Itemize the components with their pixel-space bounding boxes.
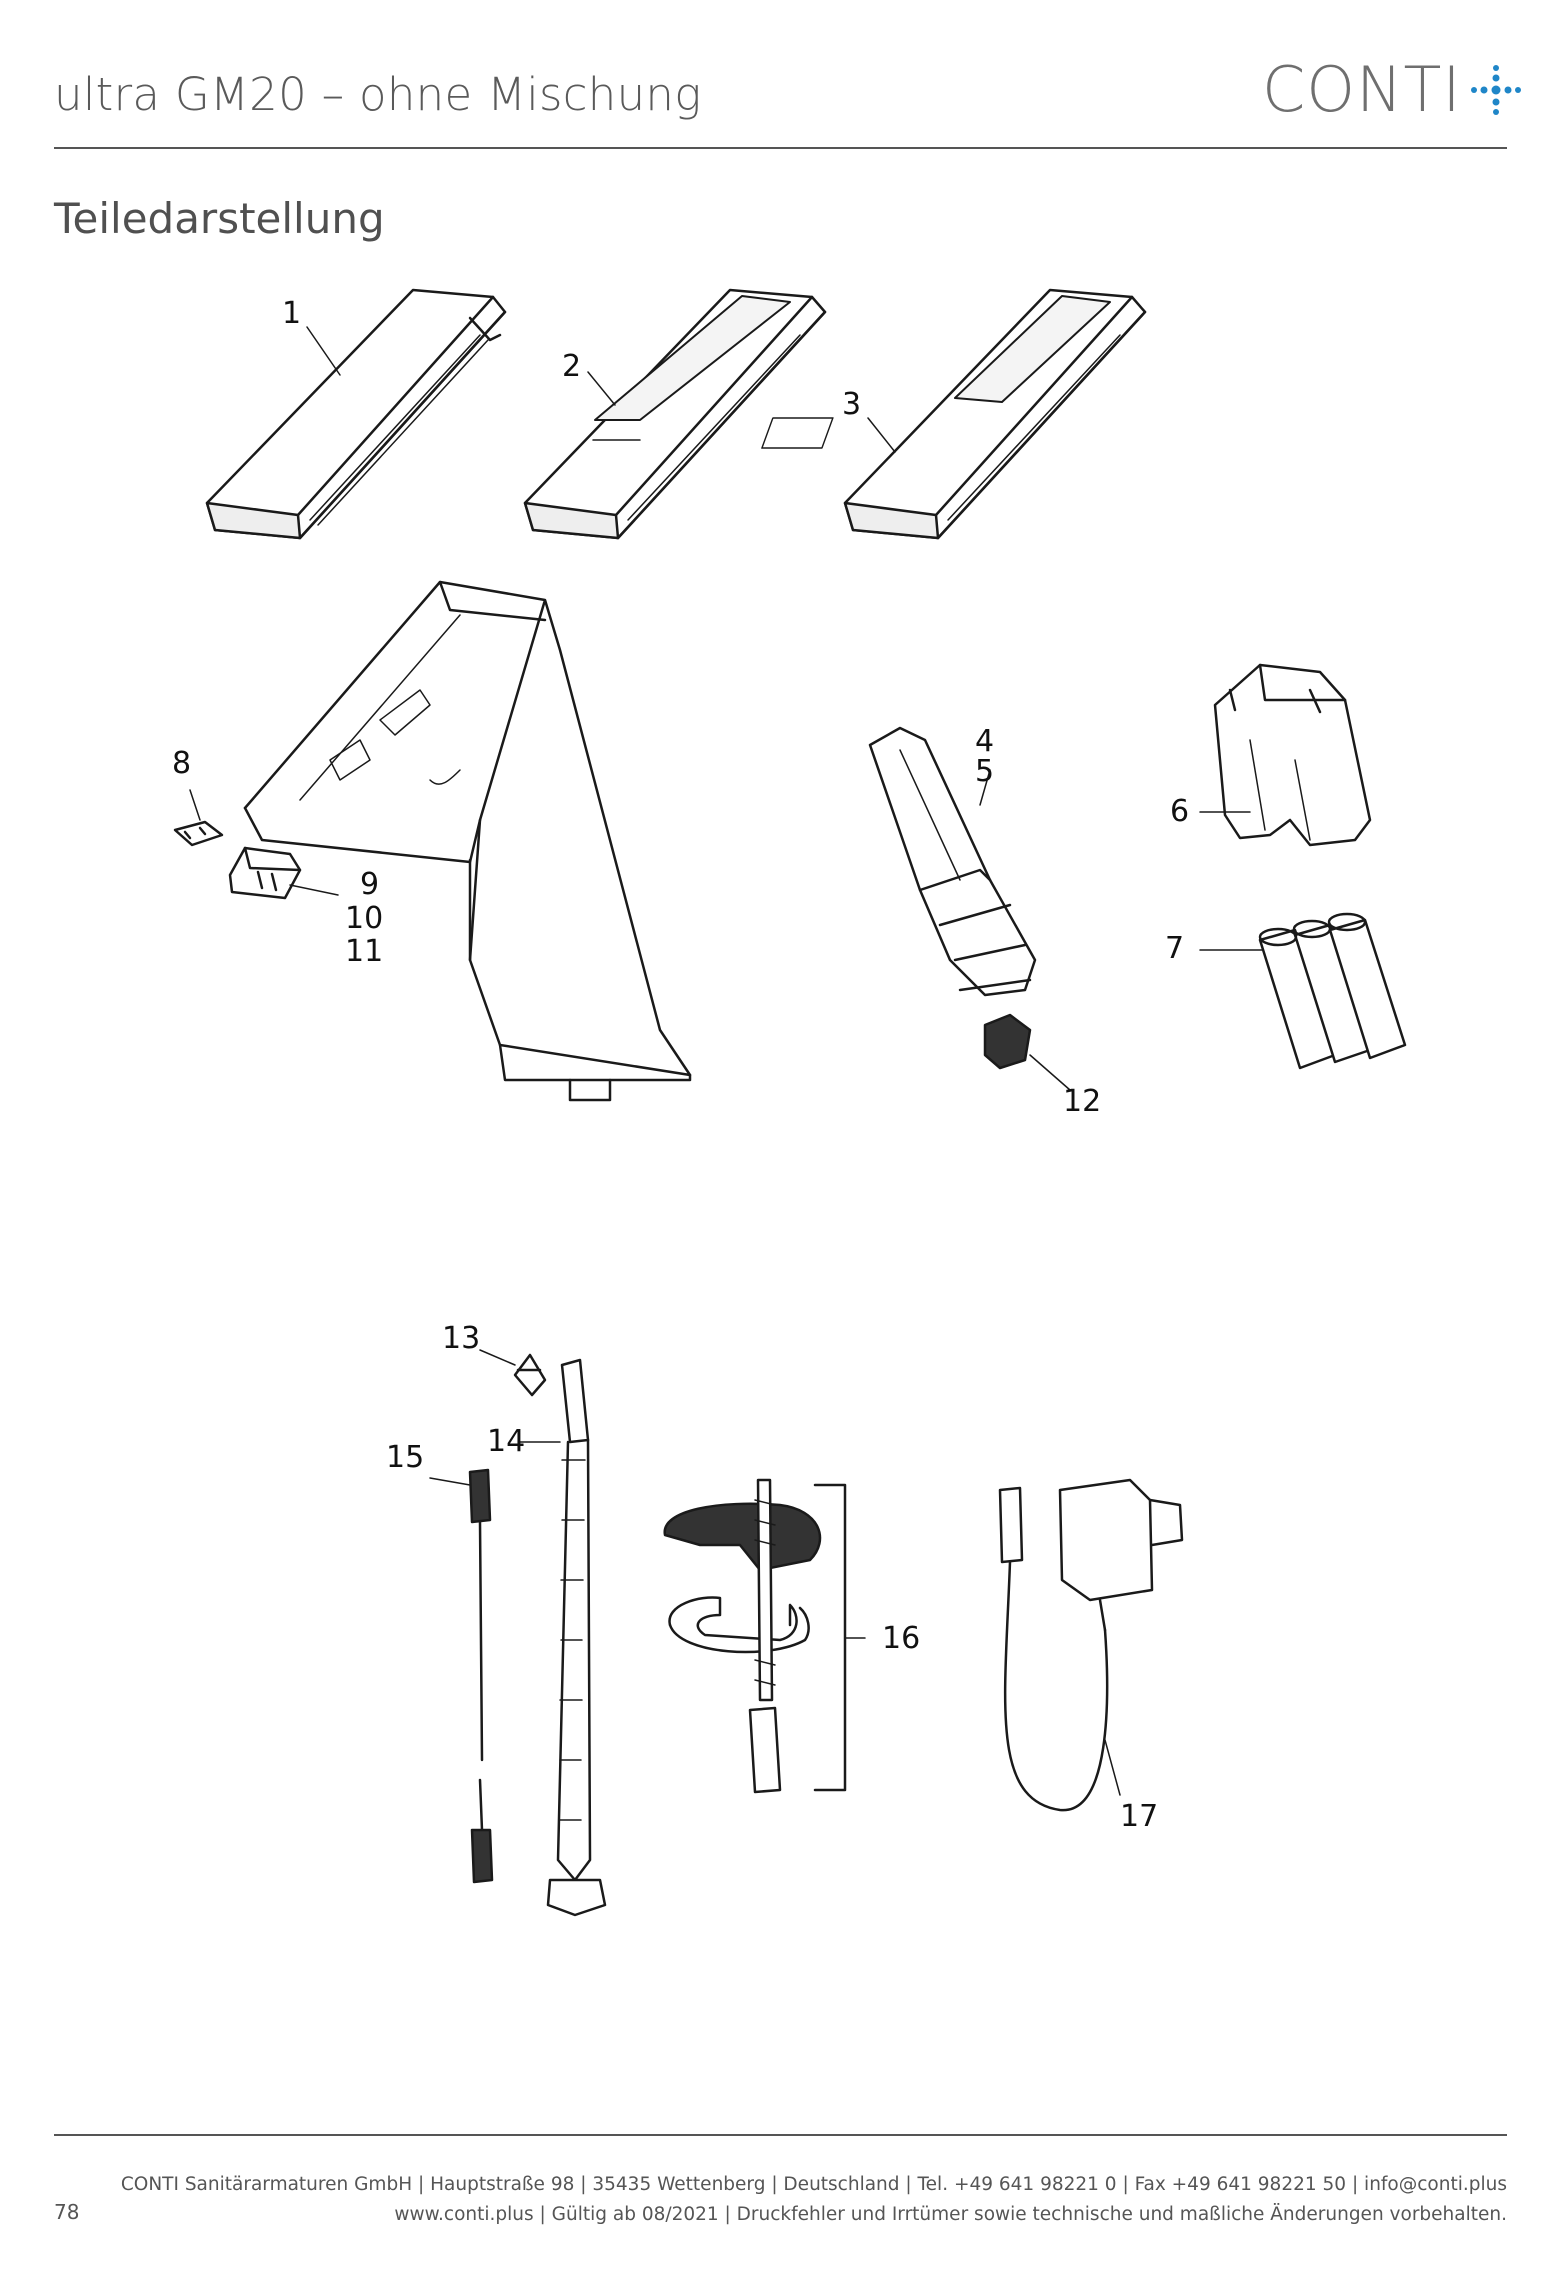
plus-logo-icon <box>1470 65 1521 115</box>
logo-wordmark: CONTI <box>1262 53 1462 126</box>
leader-1 <box>306 326 341 376</box>
callout-9: 9 <box>360 867 380 902</box>
part-6-battery-holder <box>1199 663 1372 847</box>
leader-2 <box>587 371 616 406</box>
callout-11: 11 <box>345 934 384 969</box>
callout-8: 8 <box>172 746 192 781</box>
footer-divider <box>54 2134 1507 2136</box>
part-3-cover-display <box>761 288 1147 540</box>
conti-logo: CONTI <box>1262 53 1526 126</box>
document-title: ultra GM20 – ohne Mischung <box>54 68 702 121</box>
callout-12: 12 <box>1063 1084 1102 1119</box>
callout-13: 13 <box>442 1321 481 1356</box>
callout-3: 3 <box>842 387 862 422</box>
page-number: 78 <box>54 2200 80 2224</box>
footer-company-info: CONTI Sanitärarmaturen GmbH | Hauptstraß… <box>120 2174 1507 2195</box>
part-17-power-supply <box>998 1478 1184 1812</box>
part-15-cable <box>429 1468 494 1884</box>
callout-10: 10 <box>345 901 384 936</box>
footer-validity-note: www.conti.plus | Gültig ab 08/2021 | Dru… <box>394 2204 1507 2225</box>
part-13-screw <box>479 1349 547 1397</box>
part-16-mounting-set <box>663 1478 866 1794</box>
part-4-5-valve <box>868 726 1037 997</box>
callout-7: 7 <box>1165 931 1185 966</box>
part-9-sensor-block <box>228 846 339 900</box>
callout-6: 6 <box>1170 794 1190 829</box>
part-14-hose <box>519 1358 607 1917</box>
parts-drawing <box>173 288 1407 1917</box>
part-2-cover-sensor <box>523 288 827 540</box>
section-title: Teiledarstellung <box>54 194 385 243</box>
part-1-cover <box>205 288 507 540</box>
part-12-nut <box>983 1013 1071 1091</box>
callout-15: 15 <box>386 1440 425 1475</box>
faucet-body <box>243 580 692 1102</box>
part-8-clip <box>173 789 224 847</box>
callout-17: 17 <box>1120 1799 1159 1834</box>
callout-16: 16 <box>882 1621 921 1656</box>
callout-14: 14 <box>487 1424 526 1459</box>
leader-3 <box>867 417 896 453</box>
header-divider <box>54 147 1507 149</box>
callout-5: 5 <box>975 754 995 789</box>
callout-4: 4 <box>975 724 995 759</box>
part-7-batteries <box>1199 912 1407 1070</box>
callout-1: 1 <box>282 296 302 331</box>
callout-2: 2 <box>562 349 582 384</box>
